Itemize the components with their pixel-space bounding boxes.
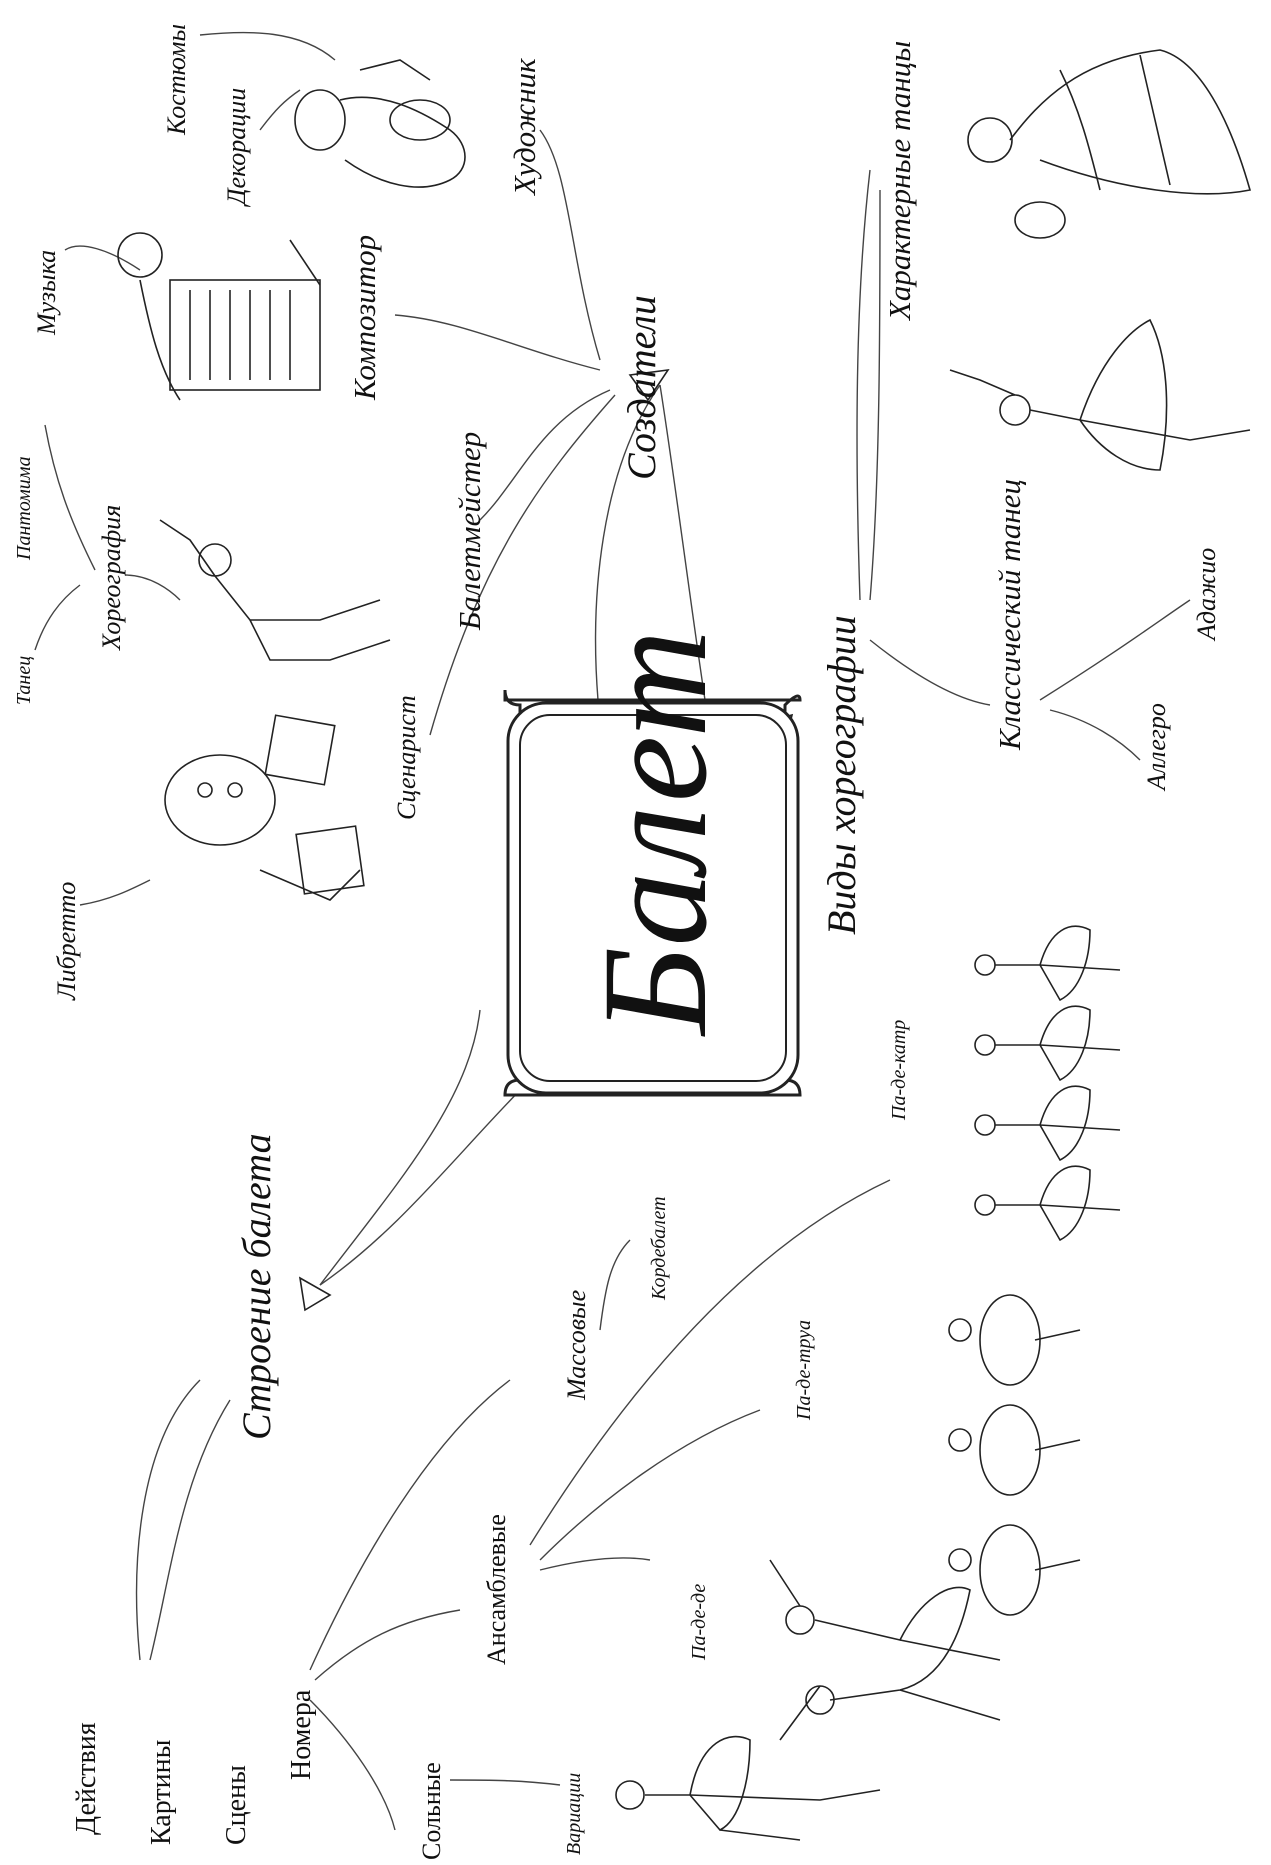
composer-illustration	[117, 232, 321, 401]
node-character-dances: Характерные танцы	[882, 41, 917, 322]
character-dancer-illustration	[967, 49, 1252, 239]
edge-ensemble-pdd	[539, 1557, 651, 1571]
edge-ensemble-pdk	[529, 1179, 891, 1546]
node-music: Музыка	[32, 250, 61, 336]
arrowhead-structure	[298, 1276, 332, 1312]
title: Балет	[572, 629, 738, 1037]
node-dance: Танец	[13, 656, 35, 705]
edge-structure-acts-2	[149, 1399, 231, 1661]
edge-classical-adagio	[1039, 599, 1191, 701]
edge-classical-allegro	[1049, 709, 1141, 761]
edge-artist-costumes	[199, 31, 336, 61]
node-adagio: Адажио	[1192, 548, 1221, 642]
title-frame: Балет	[503, 629, 802, 1097]
edge-solo-variations	[449, 1779, 561, 1786]
node-acts: Действия	[71, 1722, 102, 1835]
edge-title-creators-2	[659, 384, 706, 701]
node-ensemble: Ансамблевые	[482, 1514, 511, 1665]
node-costumes: Костюмы	[162, 24, 191, 136]
edge-composer-music	[64, 245, 141, 271]
edge-ensemble-pdt	[539, 1409, 761, 1561]
node-pas-de-deux: Па-де-де	[688, 1584, 710, 1661]
node-pas-de-quatre: Па-де-катр	[888, 1020, 910, 1121]
soloist-illustration	[615, 1735, 881, 1841]
node-mass: Массовые	[562, 1290, 591, 1401]
classical-dancer-illustration	[949, 318, 1251, 471]
edge-mass-corps	[599, 1239, 631, 1331]
branch-creators: Создатели	[619, 295, 664, 480]
edge-libretto	[79, 879, 151, 906]
edge-numbers-mass	[309, 1379, 511, 1671]
node-composer: Композитор	[347, 235, 382, 401]
edge-creators-composer	[394, 314, 601, 371]
edge-title-structure	[319, 1009, 481, 1286]
trio-illustration	[948, 1294, 1081, 1616]
node-choreography: Хореография	[97, 505, 126, 651]
edge-title-creators	[594, 384, 661, 701]
edge-types-classical	[869, 639, 991, 706]
node-choreographer: Балетмейстер	[452, 432, 487, 631]
node-allegro: Аллегро	[1142, 703, 1171, 792]
node-variations: Вариации	[563, 1773, 585, 1855]
edge-creators-artist	[539, 129, 601, 361]
node-numbers: Номера	[286, 1689, 317, 1780]
artist-illustration	[294, 59, 466, 188]
duet-illustration	[769, 1559, 1001, 1741]
node-libretto: Либретто	[52, 882, 81, 1001]
edge-types-character-2	[869, 189, 881, 601]
node-paintings: Картины	[146, 1739, 177, 1845]
node-classical-dance: Классический танец	[992, 479, 1027, 751]
edge-types-character	[856, 169, 871, 601]
edge-figure-choreo	[124, 574, 181, 601]
edge-title-structure-2	[319, 1079, 531, 1286]
node-decorations: Декорации	[222, 88, 251, 208]
node-corps: Кордебалет	[648, 1196, 670, 1301]
node-pantomime: Пантомима	[13, 456, 35, 561]
edge-structure-acts	[135, 1379, 201, 1661]
screenwriter-illustration	[164, 714, 365, 901]
edge-numbers-solo	[309, 1699, 396, 1831]
edge-creators-screenwriter	[429, 394, 616, 736]
edge-numbers-ensemble	[314, 1609, 461, 1681]
node-pas-de-trois: Па-де-труа	[793, 1320, 815, 1421]
edge-creators-choreographer	[479, 389, 611, 521]
edge-choreo-pantomime	[44, 424, 96, 571]
node-scenes: Сцены	[221, 1765, 252, 1845]
dancer-figure-illustration	[159, 519, 391, 661]
edge-choreo-dance	[34, 584, 81, 651]
quartet-illustration	[974, 925, 1121, 1242]
node-artist: Художник	[507, 58, 542, 197]
edge-artist-decorations	[259, 89, 301, 131]
arrowhead-creators	[628, 368, 670, 402]
branch-structure: Строение балета	[234, 1133, 279, 1440]
node-solo: Сольные	[417, 1762, 446, 1860]
node-screenwriter: Сценарист	[392, 695, 421, 820]
branch-types: Виды хореографии	[819, 615, 864, 935]
